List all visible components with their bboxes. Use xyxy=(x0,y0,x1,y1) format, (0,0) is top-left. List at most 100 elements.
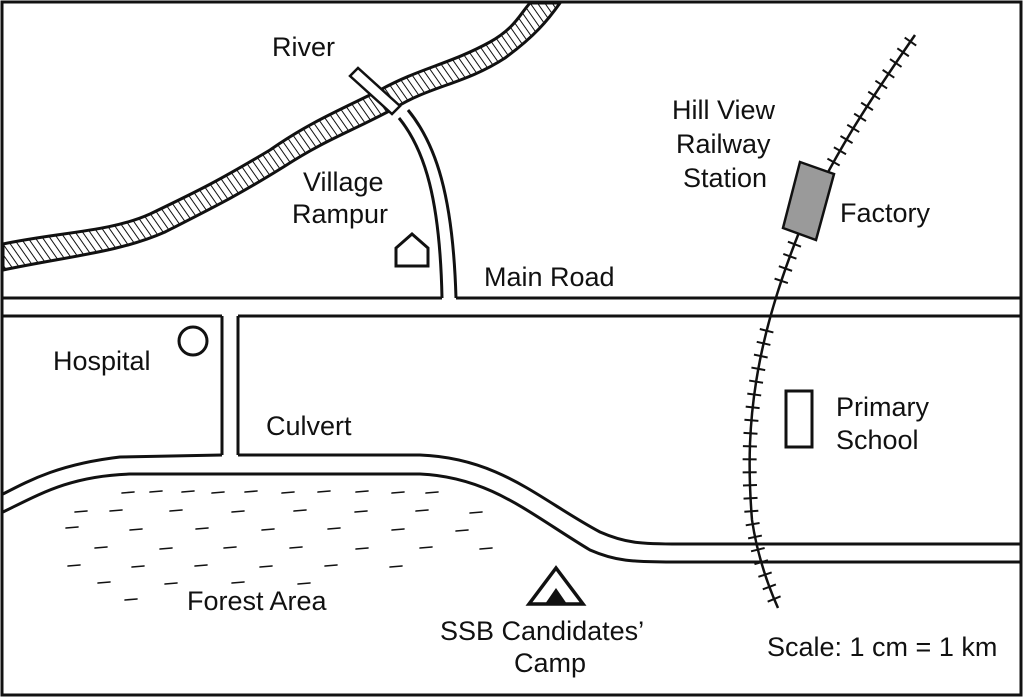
railway-tie xyxy=(758,571,772,578)
railway-tie xyxy=(753,353,768,359)
forest-dash xyxy=(354,510,368,513)
forest-dash xyxy=(355,547,369,550)
forest-marks xyxy=(65,490,493,601)
bridge xyxy=(348,66,402,116)
railway-tie xyxy=(744,418,759,422)
village-label-line2: Rampur xyxy=(292,199,388,229)
railway-tie xyxy=(749,379,764,384)
forest-dash xyxy=(469,511,483,514)
railway-tie xyxy=(774,277,789,285)
station-label-line3: Station xyxy=(683,163,767,193)
rectangle-icon xyxy=(784,389,814,449)
culvert-label: Culvert xyxy=(266,411,352,441)
forest-dash xyxy=(97,581,111,584)
forest-dash xyxy=(391,528,405,531)
hospital-label: Hospital xyxy=(53,346,151,376)
village-road-edge xyxy=(406,109,458,299)
village-label-line1: Village xyxy=(303,167,384,197)
railway-tie xyxy=(762,583,777,591)
forest-dash xyxy=(327,527,341,530)
forest-dash xyxy=(231,510,245,513)
forest-dash xyxy=(415,509,429,512)
forest-dash xyxy=(425,491,439,494)
forest-dash xyxy=(293,509,307,512)
forest-dash xyxy=(289,546,303,549)
railway-tie xyxy=(743,431,758,435)
railway-tie xyxy=(782,252,797,260)
railway-tie xyxy=(744,509,759,513)
railway-tie xyxy=(751,366,766,372)
railway-tie xyxy=(767,595,781,603)
camp-label-line1: SSB Candidates’ xyxy=(440,616,644,646)
forest-dash xyxy=(211,491,225,494)
railway-tie xyxy=(759,328,774,334)
railway-tie xyxy=(904,36,917,47)
forest-dash xyxy=(65,526,79,529)
railway-tie xyxy=(756,340,771,346)
forest-dash xyxy=(129,528,143,531)
forest-dash xyxy=(94,546,108,549)
forest-dash xyxy=(261,528,275,531)
forest-dash xyxy=(259,565,273,568)
forest-dash xyxy=(74,510,88,513)
forest-dash xyxy=(231,581,245,584)
river xyxy=(1,1,563,272)
railway-tie xyxy=(745,405,760,410)
forest-dash xyxy=(419,546,433,549)
forest-label: Forest Area xyxy=(187,586,328,616)
forest-dash xyxy=(121,491,135,494)
forest-dash xyxy=(391,491,405,494)
village-road xyxy=(397,117,444,299)
railway-tie xyxy=(778,265,793,272)
forest-dash xyxy=(169,509,183,512)
forest-dash xyxy=(281,491,295,494)
railway-tie xyxy=(839,135,854,144)
forest-dash xyxy=(181,490,195,493)
school-label-line2: School xyxy=(836,425,919,455)
forest-dash xyxy=(109,509,123,512)
river-label: River xyxy=(272,32,335,62)
railway-tie xyxy=(747,392,762,397)
railway-tie xyxy=(747,534,763,540)
scale-label: Scale: 1 cm = 1 km xyxy=(767,632,997,662)
railway-tie xyxy=(833,146,847,156)
forest-dash xyxy=(195,527,209,530)
railway-tie xyxy=(750,546,765,553)
railway-tie xyxy=(860,101,874,111)
factory-label: Factory xyxy=(840,198,931,228)
forest-dash xyxy=(124,598,138,601)
railway-tie xyxy=(867,90,881,101)
railway-tie xyxy=(889,58,903,68)
lower-road-top xyxy=(2,453,1021,546)
railway-tie xyxy=(826,157,841,167)
railway-tie xyxy=(896,47,910,58)
circle-icon xyxy=(177,325,209,357)
camp-label-line2: Camp xyxy=(514,648,586,678)
main-road-label: Main Road xyxy=(484,262,615,292)
railway-tie xyxy=(846,123,860,133)
forest-dash xyxy=(159,547,173,550)
railway-tie xyxy=(743,496,758,500)
house-icon xyxy=(394,232,430,268)
forest-dash xyxy=(355,490,369,493)
station-label-line1: Hill View xyxy=(672,95,776,125)
forest-dash xyxy=(455,529,469,532)
forest-dash xyxy=(164,582,178,585)
railway-line xyxy=(748,34,917,609)
railway-tie xyxy=(874,79,888,90)
forest-dash xyxy=(479,547,493,550)
railway-tie xyxy=(882,69,895,79)
railway-tie xyxy=(754,559,769,566)
forest-dash xyxy=(324,564,338,567)
school-label-line1: Primary xyxy=(836,392,929,422)
railway-tie xyxy=(787,240,802,248)
forest-dash xyxy=(317,490,331,493)
forest-dash xyxy=(244,490,258,493)
forest-dash xyxy=(67,564,81,567)
tent-icon xyxy=(525,565,587,606)
forest-dash xyxy=(149,490,163,493)
station-building xyxy=(781,160,836,242)
forest-dash xyxy=(194,564,208,567)
